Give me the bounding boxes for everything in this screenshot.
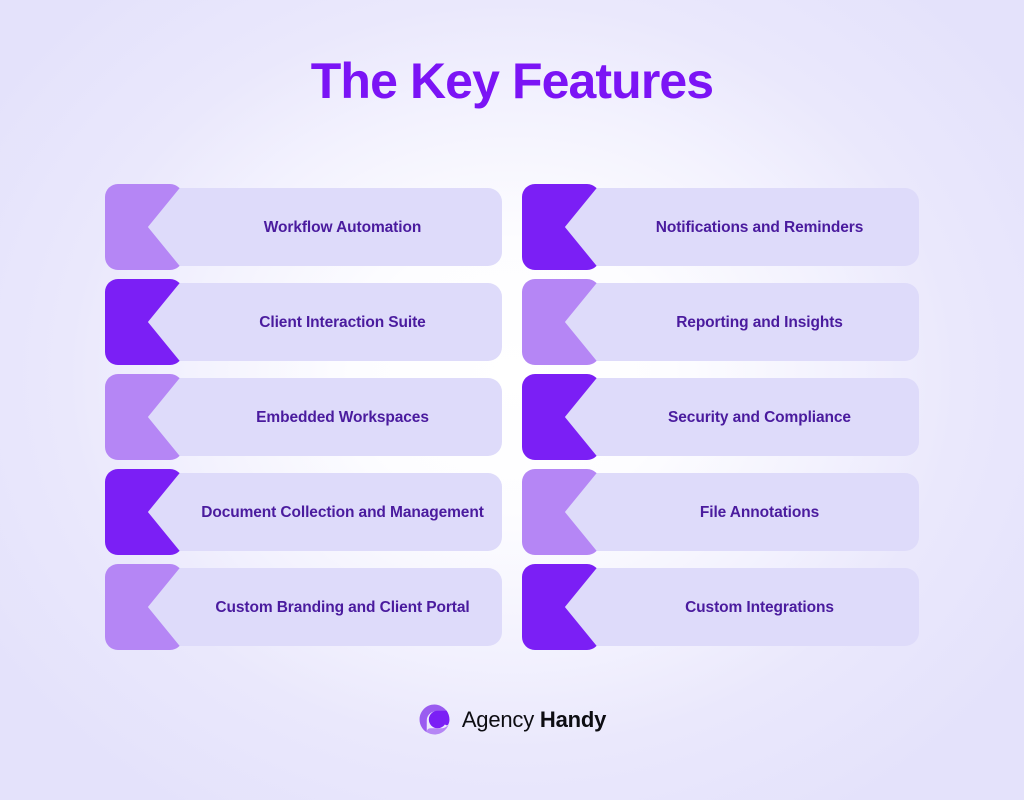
feature-label: Notifications and Reminders <box>655 218 864 236</box>
feature-card-file-annotations[interactable]: File Annotations <box>522 469 919 555</box>
title-block: The Key Features <box>0 52 1024 110</box>
brand-name-handy: Handy <box>539 706 607 732</box>
feature-card-custom-branding-and-client-portal[interactable]: Custom Branding and Client Portal <box>105 564 502 650</box>
feature-label: Client Interaction Suite <box>259 313 426 331</box>
feature-card-custom-integrations[interactable]: Custom Integrations <box>522 564 919 650</box>
ribbon-bookmark-icon <box>522 184 600 270</box>
ribbon-bookmark-icon <box>522 279 600 365</box>
feature-label: Document Collection and Management <box>201 503 484 521</box>
ribbon-bookmark-icon <box>522 469 600 555</box>
feature-label: Security and Compliance <box>668 408 851 426</box>
ribbon-bookmark-icon <box>105 374 183 460</box>
ribbon-bookmark-icon <box>105 184 183 270</box>
feature-label: Custom Branding and Client Portal <box>215 598 470 616</box>
features-grid: Workflow Automation Notifications and Re… <box>105 184 919 650</box>
brand-footer: Agency Handy <box>0 703 1024 736</box>
brand-name: Agency Handy <box>461 706 607 733</box>
ribbon-bookmark-icon <box>105 469 183 555</box>
ribbon-bookmark-icon <box>522 564 600 650</box>
feature-card-client-interaction-suite[interactable]: Client Interaction Suite <box>105 279 502 365</box>
feature-card-embedded-workspaces[interactable]: Embedded Workspaces <box>105 374 502 460</box>
feature-card-reporting-and-insights[interactable]: Reporting and Insights <box>522 279 919 365</box>
ribbon-bookmark-icon <box>105 564 183 650</box>
feature-card-workflow-automation[interactable]: Workflow Automation <box>105 184 502 270</box>
brand-name-agency: Agency <box>461 706 534 732</box>
feature-card-notifications-and-reminders[interactable]: Notifications and Reminders <box>522 184 919 270</box>
feature-card-security-and-compliance[interactable]: Security and Compliance <box>522 374 919 460</box>
feature-label: Embedded Workspaces <box>256 408 429 426</box>
feature-label: Workflow Automation <box>263 218 422 236</box>
page-title: The Key Features <box>310 53 714 109</box>
agency-handy-logo-icon <box>419 704 450 735</box>
ribbon-bookmark-icon <box>105 279 183 365</box>
feature-label: File Annotations <box>699 503 820 521</box>
feature-label: Custom Integrations <box>685 598 834 616</box>
feature-card-document-collection-and-management[interactable]: Document Collection and Management <box>105 469 502 555</box>
ribbon-bookmark-icon <box>522 374 600 460</box>
feature-label: Reporting and Insights <box>676 313 843 331</box>
